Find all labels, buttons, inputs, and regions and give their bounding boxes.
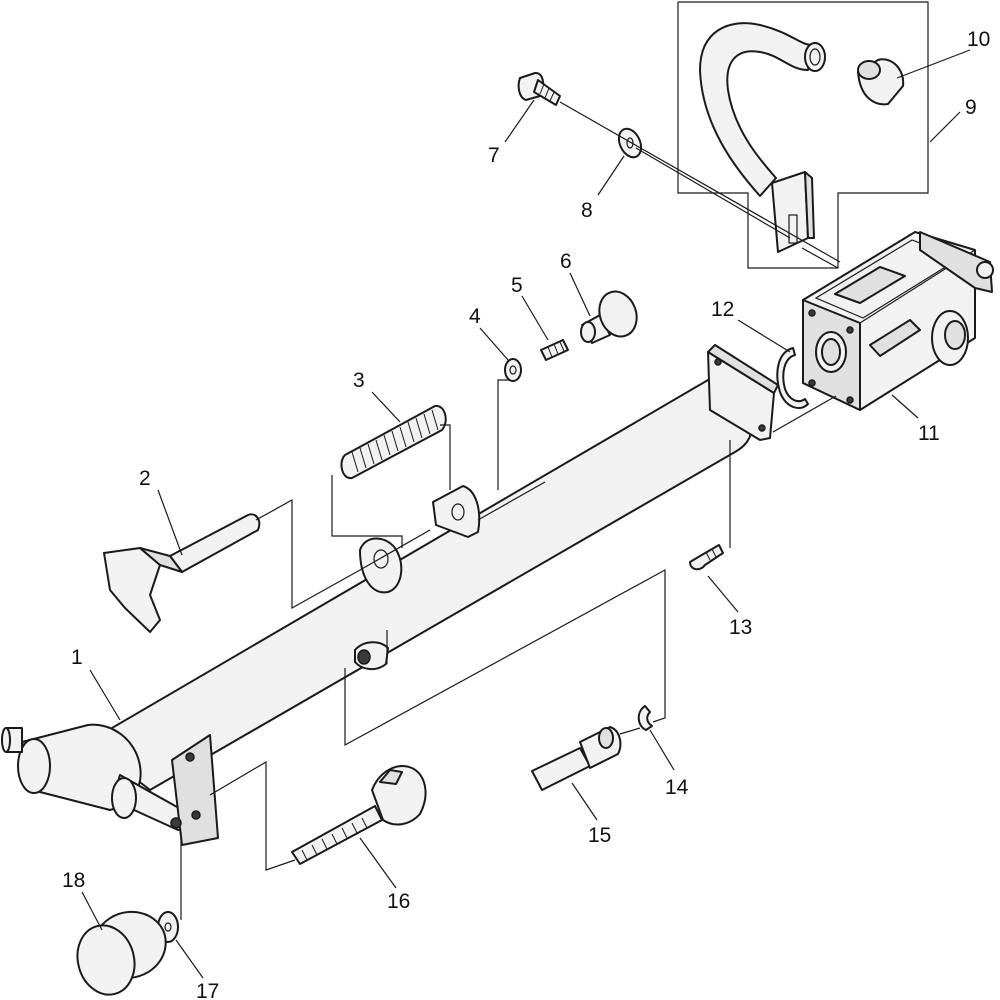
part-15-plunger [531,726,622,791]
callout-leaders [81,49,971,979]
callout-2: 2 [139,467,151,490]
callout-9: 9 [965,96,977,119]
callout-17: 17 [196,980,219,1000]
callout-4: 4 [469,305,481,328]
callout-18: 18 [62,869,85,892]
part-3-spring [340,404,447,480]
part-4-washer [504,358,522,382]
callout-5: 5 [511,274,523,297]
callout-1: 1 [71,646,83,669]
callout-16: 16 [387,890,410,913]
callout-15: 15 [588,824,611,847]
part-1-main-bar [1,344,779,846]
assembly-lines [180,101,841,920]
callout-13: 13 [729,616,752,639]
callout-7: 7 [488,144,500,167]
part-5-pin [540,339,569,361]
part-11-block [802,231,994,411]
callout-11: 11 [918,422,940,445]
part-6-knob [580,290,638,344]
part-10-cap [857,58,905,106]
callout-6: 6 [560,250,572,273]
part-13-screw [689,544,724,571]
part-18-end-cap [76,910,167,996]
part-16-knob-bolt [291,765,427,865]
part-7-screw [517,72,561,106]
callout-3: 3 [353,369,365,392]
callout-12: 12 [711,298,734,321]
callout-14: 14 [665,776,689,799]
part-12-snap-ring [776,347,809,409]
part-2-lever [103,513,261,633]
part-8-washer [617,127,643,159]
part-14-clip [637,705,653,731]
callout-labels: 1 2 3 4 5 6 7 8 9 10 11 12 13 14 15 16 1… [62,28,990,1000]
callout-8: 8 [581,199,593,222]
callout-10: 10 [967,28,990,51]
part-9-handle [699,22,826,253]
